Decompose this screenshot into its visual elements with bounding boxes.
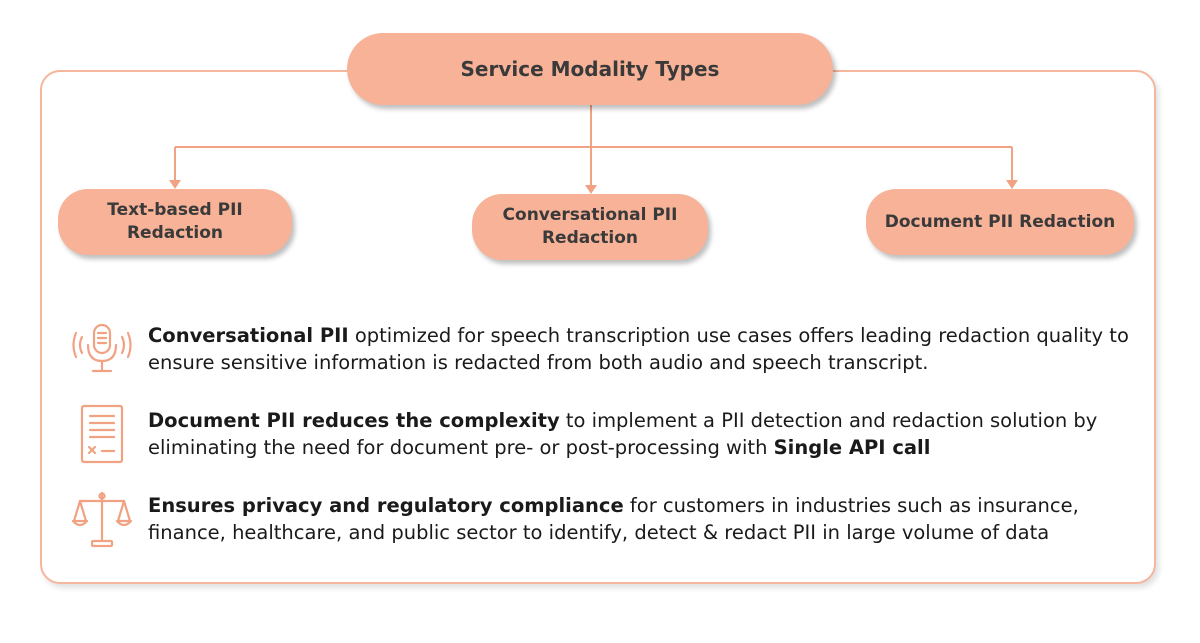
scales-icon	[71, 491, 133, 548]
document-icon	[80, 404, 124, 464]
feature-text: Ensures privacy and regulatory complianc…	[148, 492, 1160, 546]
feature-bold: Ensures privacy and regulatory complianc…	[148, 494, 624, 517]
modality-label: Text-based PII Redaction	[107, 200, 243, 243]
feature-bold: Conversational PII	[148, 324, 349, 347]
feature-conversational: Conversational PII optimized for speech …	[70, 317, 1160, 381]
diagram-title: Service Modality Types	[460, 57, 720, 81]
diagram-frame	[40, 70, 1156, 584]
title-pill: Service Modality Types	[347, 33, 833, 105]
feature-body: for customers in industries such as insu…	[148, 494, 1079, 544]
feature-text: Conversational PII optimized for speech …	[148, 322, 1160, 376]
feature-document: Document PII reduces the complexity to i…	[70, 402, 1160, 466]
arrowhead-right	[1006, 180, 1018, 189]
feature-body: optimized for speech transcription use c…	[148, 324, 1129, 374]
microphone-icon	[72, 323, 132, 373]
feature-compliance: Ensures privacy and regulatory complianc…	[70, 487, 1160, 551]
modality-label: Document PII Redaction	[884, 211, 1116, 232]
feature-bold: Document PII reduces the complexity	[148, 409, 560, 432]
modality-conversational: Conversational PII Redaction	[472, 194, 708, 260]
modality-text-based: Text-based PII Redaction	[58, 189, 292, 255]
feature-bold-end: Single API call	[773, 436, 931, 459]
feature-body: to implement a PII detection and redacti…	[148, 409, 1098, 459]
modality-label: Conversational PII Redaction	[502, 205, 678, 248]
feature-text: Document PII reduces the complexity to i…	[148, 407, 1160, 461]
modality-document: Document PII Redaction	[866, 189, 1134, 255]
arrowhead-left	[169, 180, 181, 189]
arrowhead-center	[585, 185, 597, 194]
